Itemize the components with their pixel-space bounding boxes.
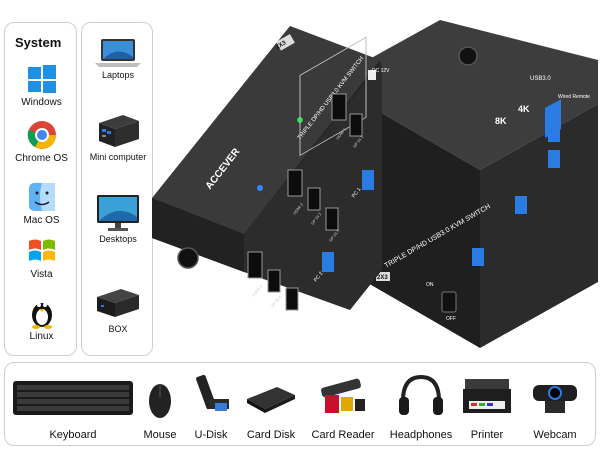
os-item-linux: Linux [5, 295, 78, 342]
off-label: OFF [446, 316, 456, 322]
port-group-1 [299, 36, 367, 157]
dp-port-icon [267, 269, 281, 293]
accessory-label: U-Disk [194, 429, 228, 441]
usb-port-icon [548, 150, 560, 168]
accessory-item-card-reader: Card Reader [311, 371, 375, 441]
pc1-label: PC 1 [351, 187, 363, 200]
power-label: DC 12V [372, 68, 390, 74]
front-knob-icon [177, 247, 199, 269]
system-title: System [15, 35, 62, 50]
hdmi-port-icon [287, 169, 303, 197]
chrome-logo-icon [27, 121, 56, 149]
linux-penguin-icon [31, 303, 52, 329]
pc2-label: PC 2 [313, 271, 325, 284]
accessory-item-keyboard: Keyboard [11, 371, 135, 441]
accessories-panel: Keyboard Mouse U-Disk Card Disk [4, 362, 596, 446]
wired-remote-label: Wired Remote [558, 94, 590, 100]
dp-port-icon [285, 287, 299, 311]
port-label: HDMI 3 [251, 283, 264, 297]
badge-8k: 8K [495, 116, 507, 126]
usb-port-icon [515, 196, 527, 214]
back-badge: 2X3 [377, 275, 388, 281]
port-label: DP IN 4 [270, 294, 283, 309]
windows-logo-icon [27, 65, 56, 93]
front-badge: 2X3 [275, 40, 288, 51]
badge-4k: 4K [518, 104, 530, 114]
vista-logo-icon [28, 239, 55, 261]
on-label: ON [426, 282, 434, 288]
os-item-chrome: Chrome OS [5, 119, 78, 164]
os-item-macos: Mac OS [5, 181, 78, 226]
usb-port-icon [322, 252, 334, 272]
accessory-item-card-disk: Card Disk [243, 371, 299, 441]
os-label: Windows [21, 97, 62, 108]
usb-port-icon [362, 170, 374, 190]
os-label: Vista [30, 269, 53, 280]
device-label: Laptops [101, 70, 135, 80]
hdmi-port-icon [331, 93, 347, 121]
os-label: Mac OS [23, 215, 60, 226]
card-reader-icon [321, 378, 365, 413]
keyboard-icon [13, 381, 133, 415]
accessory-label: Card Reader [311, 429, 375, 441]
kvm-front-unit: ACCEVER TRIPLE DP/HD USB3.0 KVM SWITCH 2… [152, 26, 390, 311]
os-label: Linux [29, 331, 54, 342]
accessory-label: Mouse [143, 429, 177, 441]
headphones-icon [399, 374, 443, 415]
os-item-windows: Windows [5, 63, 78, 108]
system-panel: System Windows Chrome OS Mac OS [4, 22, 77, 356]
box-pc-icon [97, 289, 139, 317]
device-item-laptops: Laptops [82, 37, 154, 80]
devices-panel: Laptops Mini computer Desktops BOX [81, 22, 153, 356]
mini-computer-icon [99, 115, 139, 147]
kvm-switch-product-image: 8K 4K USB3.0 Wired Remote ON OFF TRIPLE … [152, 20, 598, 348]
device-label: BOX [108, 324, 128, 334]
mac-finder-icon [28, 183, 55, 211]
accessory-item-printer: Printer [457, 371, 517, 441]
accessory-item-webcam: Webcam [527, 371, 583, 441]
device-label: Mini computer [89, 152, 147, 162]
dp-port-icon [325, 207, 339, 231]
printer-icon [463, 379, 511, 413]
back-badge-box [376, 272, 390, 281]
webcam-icon [533, 385, 577, 413]
usb-port-icon [472, 248, 484, 266]
dp-port-icon [349, 113, 363, 137]
device-label: Desktops [99, 234, 137, 244]
front-badge-box [275, 34, 295, 51]
accessory-item-udisk: U-Disk [189, 371, 233, 441]
dc-jack-icon [368, 70, 376, 80]
power-switch[interactable] [441, 291, 457, 313]
usb-disk-icon [196, 374, 229, 411]
hdmi-port-icon [247, 251, 263, 279]
os-label: Chrome OS [15, 153, 68, 164]
device-item-mini-computer: Mini computer [82, 111, 154, 162]
accessory-label: Printer [470, 429, 504, 441]
usb-port-icon [548, 124, 560, 142]
card-disk-icon [247, 387, 295, 413]
mouse-icon [149, 384, 171, 418]
dp-port-icon [307, 187, 321, 211]
device-item-desktops: Desktops [82, 193, 154, 244]
laptop-icon [95, 39, 141, 67]
badge-usb: USB3.0 [530, 76, 551, 82]
desktop-monitor-icon [97, 195, 139, 231]
accessory-label: Keyboard [49, 429, 97, 441]
remote-knob-icon [458, 46, 478, 66]
accessory-label: Headphones [389, 429, 453, 441]
os-item-vista: Vista [5, 235, 78, 280]
accessory-label: Card Disk [246, 429, 296, 441]
accessory-item-mouse: Mouse [143, 371, 177, 441]
device-item-box: BOX [82, 283, 154, 334]
accessory-label: Webcam [533, 429, 577, 441]
led-blue-icon [257, 185, 263, 191]
accessory-item-headphones: Headphones [390, 371, 452, 441]
